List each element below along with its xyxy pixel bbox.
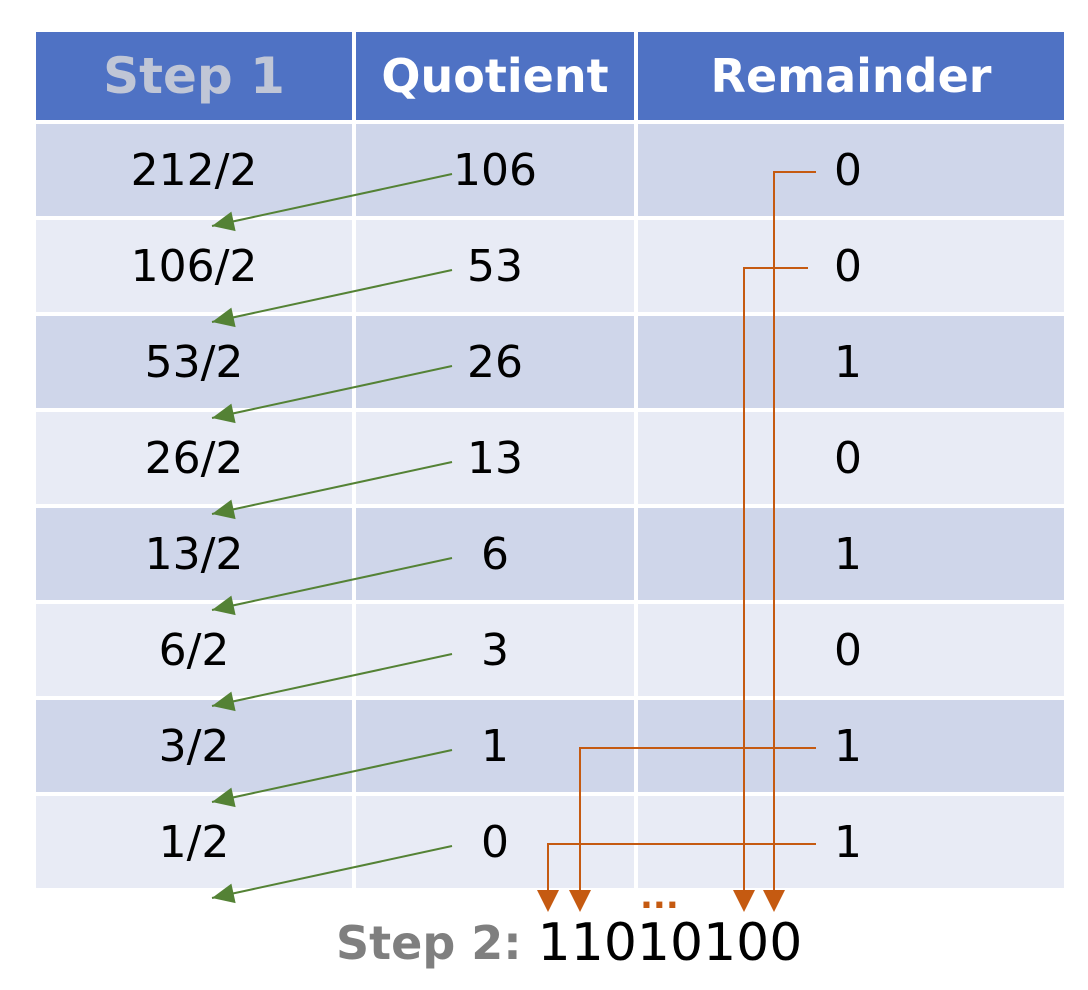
remainder-cell: 1 [638, 508, 1064, 600]
remainder-cell: 0 [638, 604, 1064, 696]
remainder-cell: 1 [638, 700, 1064, 792]
ellipsis-indicator: ... [640, 877, 679, 917]
quotient-cell: 26 [356, 316, 634, 408]
header-step1: Step 1 [36, 32, 352, 120]
step2-label: Step 2: [336, 916, 522, 970]
quotient-cell: 1 [356, 700, 634, 792]
remainder-cell: 0 [638, 412, 1064, 504]
division-cell: 106/2 [36, 220, 352, 312]
division-cell: 26/2 [36, 412, 352, 504]
division-cell: 13/2 [36, 508, 352, 600]
division-cell: 3/2 [36, 700, 352, 792]
remainder-cell: 1 [638, 796, 1064, 888]
quotient-cell: 0 [356, 796, 634, 888]
remainder-cell: 0 [638, 124, 1064, 216]
division-cell: 1/2 [36, 796, 352, 888]
header-quotient: Quotient [356, 32, 634, 120]
quotient-cell: 6 [356, 508, 634, 600]
quotient-cell: 13 [356, 412, 634, 504]
remainder-cell: 0 [638, 220, 1064, 312]
step2-result: Step 2: 11010100 [336, 905, 802, 981]
quotient-cell: 106 [356, 124, 634, 216]
division-cell: 212/2 [36, 124, 352, 216]
division-cell: 6/2 [36, 604, 352, 696]
header-remainder: Remainder [638, 32, 1064, 120]
remainder-cell: 1 [638, 316, 1064, 408]
division-cell: 53/2 [36, 316, 352, 408]
quotient-cell: 3 [356, 604, 634, 696]
quotient-cell: 53 [356, 220, 634, 312]
binary-result: 11010100 [537, 913, 803, 973]
